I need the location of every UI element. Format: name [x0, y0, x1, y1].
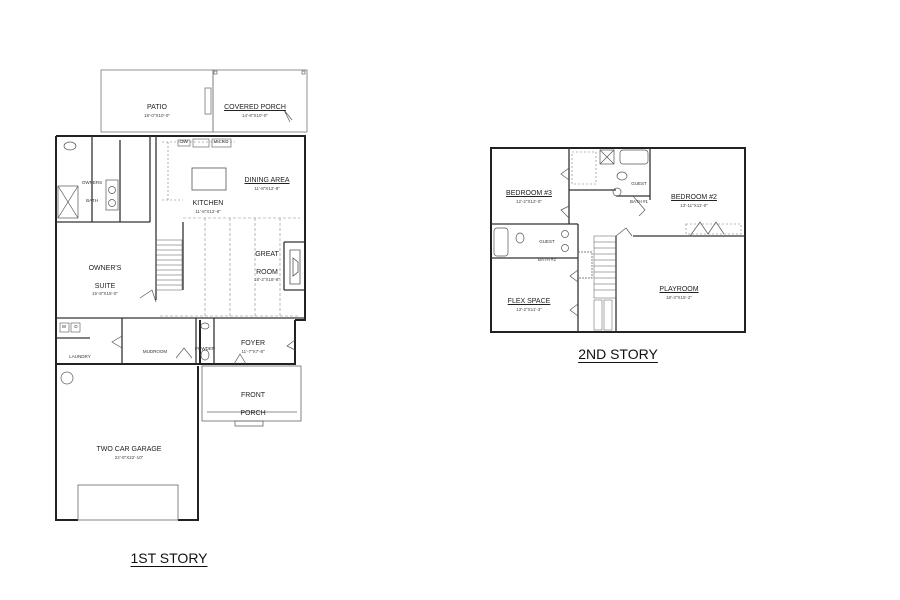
second-floor-interior-walls — [491, 148, 745, 332]
guest-bath-fixtures — [493, 149, 649, 279]
door-swings-second — [560, 167, 725, 317]
first-floor-stairs — [155, 239, 183, 291]
second-floor-outer-walls — [490, 147, 746, 333]
door-swings-first — [111, 109, 296, 365]
room-label-bedroom-3: BEDROOM #3 12'-2"X12'-0" — [506, 190, 552, 204]
fixture-label-micro: MICRO — [213, 139, 229, 144]
room-label-covered-porch: COVERED PORCH 14'-8"X10'-0" — [224, 104, 286, 118]
garage-door — [77, 484, 179, 521]
powder-fixtures — [200, 322, 210, 361]
room-label-laundry: LAUNDRY — [69, 354, 91, 359]
laundry-appliances — [59, 322, 81, 333]
room-label-dining-area: DINING AREA 11'-8"X12'-8" — [244, 177, 290, 191]
patio-outline — [100, 69, 308, 133]
room-label-owners-bath: OWNERS BATH — [81, 180, 103, 203]
front-porch-outline — [201, 365, 302, 427]
fixture-label-dryer: D — [74, 324, 78, 329]
owners-bath-fixtures — [57, 141, 119, 219]
fixture-label-washer: W — [61, 324, 67, 329]
second-floor-stairs — [593, 235, 617, 331]
story-title-first: 1ST STORY — [130, 550, 208, 566]
room-label-powder: POWDER — [194, 346, 216, 351]
room-label-front-porch: FRONT PORCH — [240, 392, 266, 417]
room-label-flex-space: FLEX SPACE 12'-2"X11'-3" — [507, 298, 551, 312]
room-label-great-room: GREAT ROOM 18'-2"X18'-8" — [254, 251, 280, 283]
room-label-kitchen: KITCHEN 11'-8"X12'-8" — [192, 200, 224, 214]
fireplace — [289, 249, 301, 285]
room-label-guest-bath-2: GUEST BATH #2 — [538, 239, 556, 262]
room-label-two-car-garage: TWO CAR GARAGE 22'-8"X22'-10" — [96, 446, 162, 460]
room-label-foyer: FOYER 11'-7"X7'-8" — [240, 340, 266, 354]
first-floor-outer-walls — [55, 135, 306, 521]
room-label-owners-suite: OWNER'S SUITE 15'-8"X15'-0" — [88, 265, 122, 297]
room-label-bedroom-2: BEDROOM #2 13'-11"X11'-0" — [671, 194, 717, 208]
kitchen-island — [191, 167, 227, 191]
fixture-label-dw: DW — [180, 139, 188, 144]
ceiling-beams — [160, 217, 300, 317]
room-label-guest-bath-1: GUEST BATH #1 — [630, 181, 648, 204]
first-floor-interior-walls — [56, 136, 305, 364]
room-label-patio: PATIO 18'-0"X10'-0" — [144, 104, 170, 118]
story-title-second: 2ND STORY — [578, 346, 658, 362]
room-label-mudroom: MUDROOM — [142, 349, 168, 354]
room-label-playroom: PLAYROOM 18'-3"X15'-2" — [659, 286, 699, 300]
